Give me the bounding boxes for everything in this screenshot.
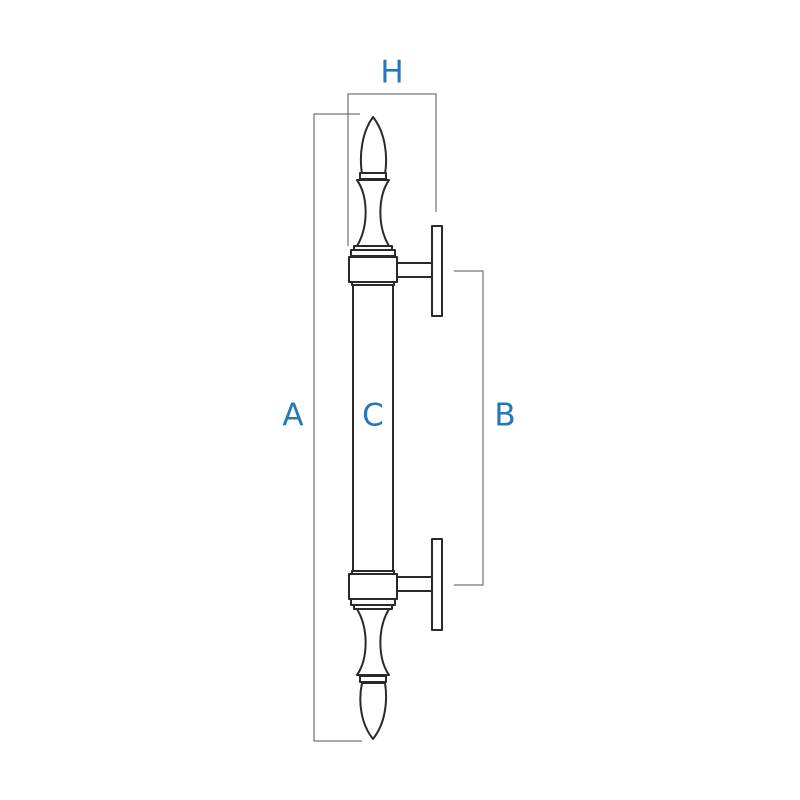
handle-outline bbox=[348, 116, 443, 740]
dimension-h-bracket bbox=[347, 93, 437, 246]
label-c: C bbox=[362, 398, 384, 434]
bottom-finial-tip bbox=[359, 682, 388, 740]
label-h: H bbox=[380, 55, 403, 91]
bottom-finial-ring bbox=[359, 675, 387, 683]
bottom-mounting-plate bbox=[431, 538, 443, 631]
dimension-a-bracket bbox=[313, 113, 362, 742]
bottom-connector bbox=[348, 573, 398, 600]
grip-bar bbox=[352, 284, 394, 573]
top-connector bbox=[348, 256, 398, 283]
label-a: A bbox=[282, 398, 303, 434]
top-mounting-plate bbox=[431, 225, 443, 317]
bottom-finial-neck bbox=[356, 608, 390, 676]
bottom-standoff-post bbox=[396, 576, 433, 592]
dimension-lines bbox=[313, 93, 484, 742]
label-b: B bbox=[494, 398, 515, 434]
top-standoff-post bbox=[396, 262, 433, 278]
top-finial-tip bbox=[359, 116, 388, 175]
dimension-b-bracket bbox=[454, 270, 484, 586]
dimension-labels: H A C B bbox=[282, 55, 515, 434]
top-finial-ring bbox=[359, 172, 387, 180]
top-finial-base bbox=[350, 249, 396, 257]
top-finial-neck bbox=[356, 179, 390, 247]
